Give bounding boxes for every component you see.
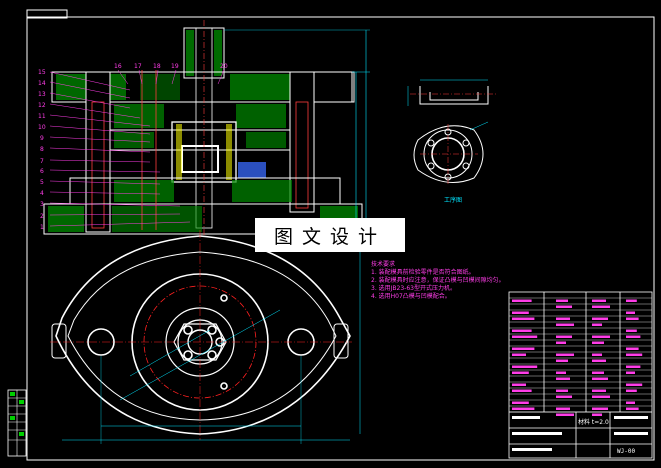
title-block-cell-text: [556, 413, 574, 416]
callout-17: 17: [134, 63, 142, 70]
title-block-cell-text: [626, 311, 635, 314]
callout-8: 8: [40, 146, 44, 153]
title-block-cell-text: [626, 335, 641, 338]
title-block-cell-text: [512, 407, 535, 410]
title-block-cell-text: [556, 299, 568, 302]
title-block-cell-text: [512, 371, 529, 374]
callout-7: 7: [40, 158, 44, 165]
callout-11: 11: [38, 113, 46, 120]
title-block-cell-text: [592, 377, 608, 380]
callout-6: 6: [40, 168, 44, 175]
part-side-view: [407, 79, 498, 106]
title-block-cell-text: [512, 401, 529, 404]
title-block-cell-text: [592, 371, 604, 374]
title-block-cell-text: [626, 407, 639, 410]
title-block-cell-text: [592, 395, 610, 398]
title-block-cell-text: [592, 407, 608, 410]
title-block-cell-text: [592, 305, 610, 308]
title-block-cell-text: [592, 353, 602, 356]
title-block-cell-text: [512, 416, 540, 419]
title-block-cell-text: [512, 299, 532, 302]
title-block-cell-text: [556, 305, 572, 308]
title-block-cell-text: [512, 365, 538, 368]
title-block-cell-text: [556, 407, 570, 410]
callout-9: 9: [40, 135, 44, 142]
notes-title: 技术要求: [371, 261, 396, 268]
watermark-label: 图文设计: [255, 218, 405, 252]
plan-view: [50, 230, 361, 444]
title-block-cell-text: [626, 365, 641, 368]
title-block-cell-text: [626, 389, 637, 392]
callout-4: 4: [40, 190, 44, 197]
title-block-cell-text: [556, 359, 568, 362]
title-block-cell-text: [614, 416, 648, 419]
title-block-cell-text: [556, 395, 572, 398]
callout-12: 12: [38, 102, 46, 109]
title-block-cell-text: [512, 383, 526, 386]
title-block-fill: [512, 299, 648, 451]
material-label: 材料 t=2.0: [578, 418, 609, 426]
callout-1: 1: [40, 224, 44, 231]
title-block-cell-text: [626, 353, 643, 356]
technical-notes: 技术要求 1. 装配模具前检验零件是否符合图纸。 2. 装配模具时应注意，保证凸…: [371, 261, 505, 301]
title-block-cell-text: [512, 335, 538, 338]
title-block-cell-text: [512, 311, 529, 314]
callout-16: 16: [114, 63, 122, 70]
callout-numbers: 15 14 13 12 11 10 9 8 7 6 5 4 3 2 1 16 1…: [38, 63, 228, 231]
title-block-cell-text: [626, 383, 643, 386]
title-block-cell-text: [592, 323, 602, 326]
top-left-tab: [26, 9, 68, 19]
title-block-cell-text: [592, 335, 610, 338]
title-block-cell-text: [626, 299, 637, 302]
title-block-cell-text: [556, 335, 572, 338]
callout-10: 10: [38, 124, 46, 131]
notes-line-3: 3. 选用JB23-63型开式压力机。: [371, 285, 456, 292]
notes-line-2: 2. 装配模具时应注意，保证凸模与凹模间隙均匀。: [371, 277, 505, 284]
title-block-cell-text: [626, 371, 635, 374]
title-block-cell-text: [556, 341, 566, 344]
title-block-rows: [509, 297, 652, 413]
title-block-cell-text: [592, 317, 608, 320]
callout-20: 20: [220, 63, 228, 70]
title-block-cell-text: [592, 359, 606, 362]
callout-3: 3: [40, 201, 44, 208]
title-block-cell-text: [556, 317, 570, 320]
callout-19: 19: [171, 63, 179, 70]
part-top-view: [413, 121, 489, 184]
notes-line-1: 1. 装配模具前检验零件是否符合图纸。: [371, 269, 475, 276]
title-block-cell-text: [512, 317, 535, 320]
title-block-cell-text: [512, 347, 535, 350]
callout-13: 13: [38, 91, 46, 98]
title-block-cell-text: [512, 353, 526, 356]
title-block-cell-text: [626, 317, 639, 320]
title-block-cell-text: [556, 377, 570, 380]
title-block-cell-text: [512, 448, 552, 451]
title-block-cell-text: [626, 401, 635, 404]
title-block-cell-text: [512, 432, 562, 435]
title-block-cell-text: [512, 389, 532, 392]
title-block-cell-text: [556, 389, 568, 392]
title-block-cell-text: [592, 413, 602, 416]
callout-18: 18: [153, 63, 161, 70]
sheet-border: [26, 16, 655, 461]
title-block-cell-text: [512, 329, 532, 332]
callout-15: 15: [38, 69, 46, 76]
title-block-cell-text: [614, 432, 648, 435]
title-block-cell-text: [556, 323, 574, 326]
title-block-cell-text: [592, 389, 606, 392]
callout-5: 5: [40, 179, 44, 186]
callout-2: 2: [40, 213, 44, 220]
part-label: 工序图: [444, 196, 462, 204]
title-block-cell-text: [556, 353, 574, 356]
title-block-cell-text: [626, 347, 639, 350]
title-block-cell-text: [592, 299, 606, 302]
title-block-cell-text: [592, 341, 604, 344]
callout-14: 14: [38, 80, 46, 87]
title-block-cell-text: [556, 371, 566, 374]
title-block-cell-text: [626, 329, 637, 332]
notes-line-4: 4. 选用H07凸模与凹模配合。: [371, 293, 451, 300]
drawing-number: WJ-00: [617, 448, 636, 455]
section-view: [43, 20, 370, 237]
